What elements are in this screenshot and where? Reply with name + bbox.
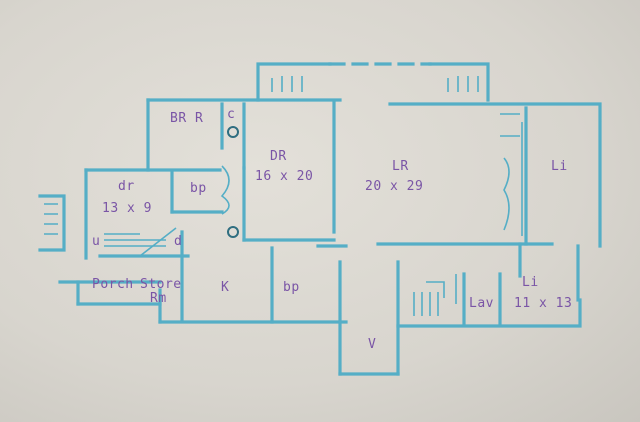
room-label-br-r: BR R: [170, 111, 204, 126]
door-swing: [220, 165, 230, 215]
stair-treads: [104, 233, 166, 247]
room-label-bp-lower: bp: [283, 280, 300, 295]
radiator-right: [447, 76, 479, 92]
room-label-living-room: LR: [392, 159, 409, 174]
room-label-store: Store: [140, 277, 182, 292]
bp-fixture: [227, 226, 239, 238]
fireplace: [500, 113, 520, 231]
room-label-porch: Porch: [92, 277, 134, 292]
lower-bottom-wall-right: [396, 298, 582, 328]
stair-diagonal: [139, 227, 177, 257]
room-label-library-lower: Li: [522, 275, 539, 290]
room-size-living-room: 20 x 29: [365, 179, 424, 194]
left-bump-wall: [38, 194, 66, 252]
top-bay-wall-right: [428, 62, 490, 102]
stair-label-down: d: [174, 234, 183, 249]
room-label-bp-upper: bp: [190, 181, 207, 196]
room-label-closet: c: [227, 107, 236, 122]
main-top-wall-right: [388, 102, 602, 248]
room-label-kitchen: K: [221, 280, 230, 295]
room-size-library-lower: 11 x 13: [514, 296, 573, 311]
stair-label-up: u: [92, 234, 101, 249]
stair-left-bump: [44, 203, 58, 235]
room-size-dining-room: 16 x 20: [255, 169, 314, 184]
room-label-library-top: Li: [551, 159, 568, 174]
radiator-left: [271, 76, 303, 92]
room-label-lav: Lav: [469, 296, 494, 311]
top-bay-wall: [256, 62, 332, 102]
room-label-vestibule: V: [368, 337, 377, 352]
radiator-lower: [413, 292, 439, 316]
closet-fixture: [227, 126, 239, 138]
room-label-small-dr: dr: [118, 179, 135, 194]
room-label-dining-room: DR: [270, 149, 287, 164]
fixture-lower-corner: [426, 281, 445, 298]
room-size-small-dr: 13 x 9: [102, 201, 152, 216]
room-label-store-rm: Rm: [150, 291, 167, 306]
